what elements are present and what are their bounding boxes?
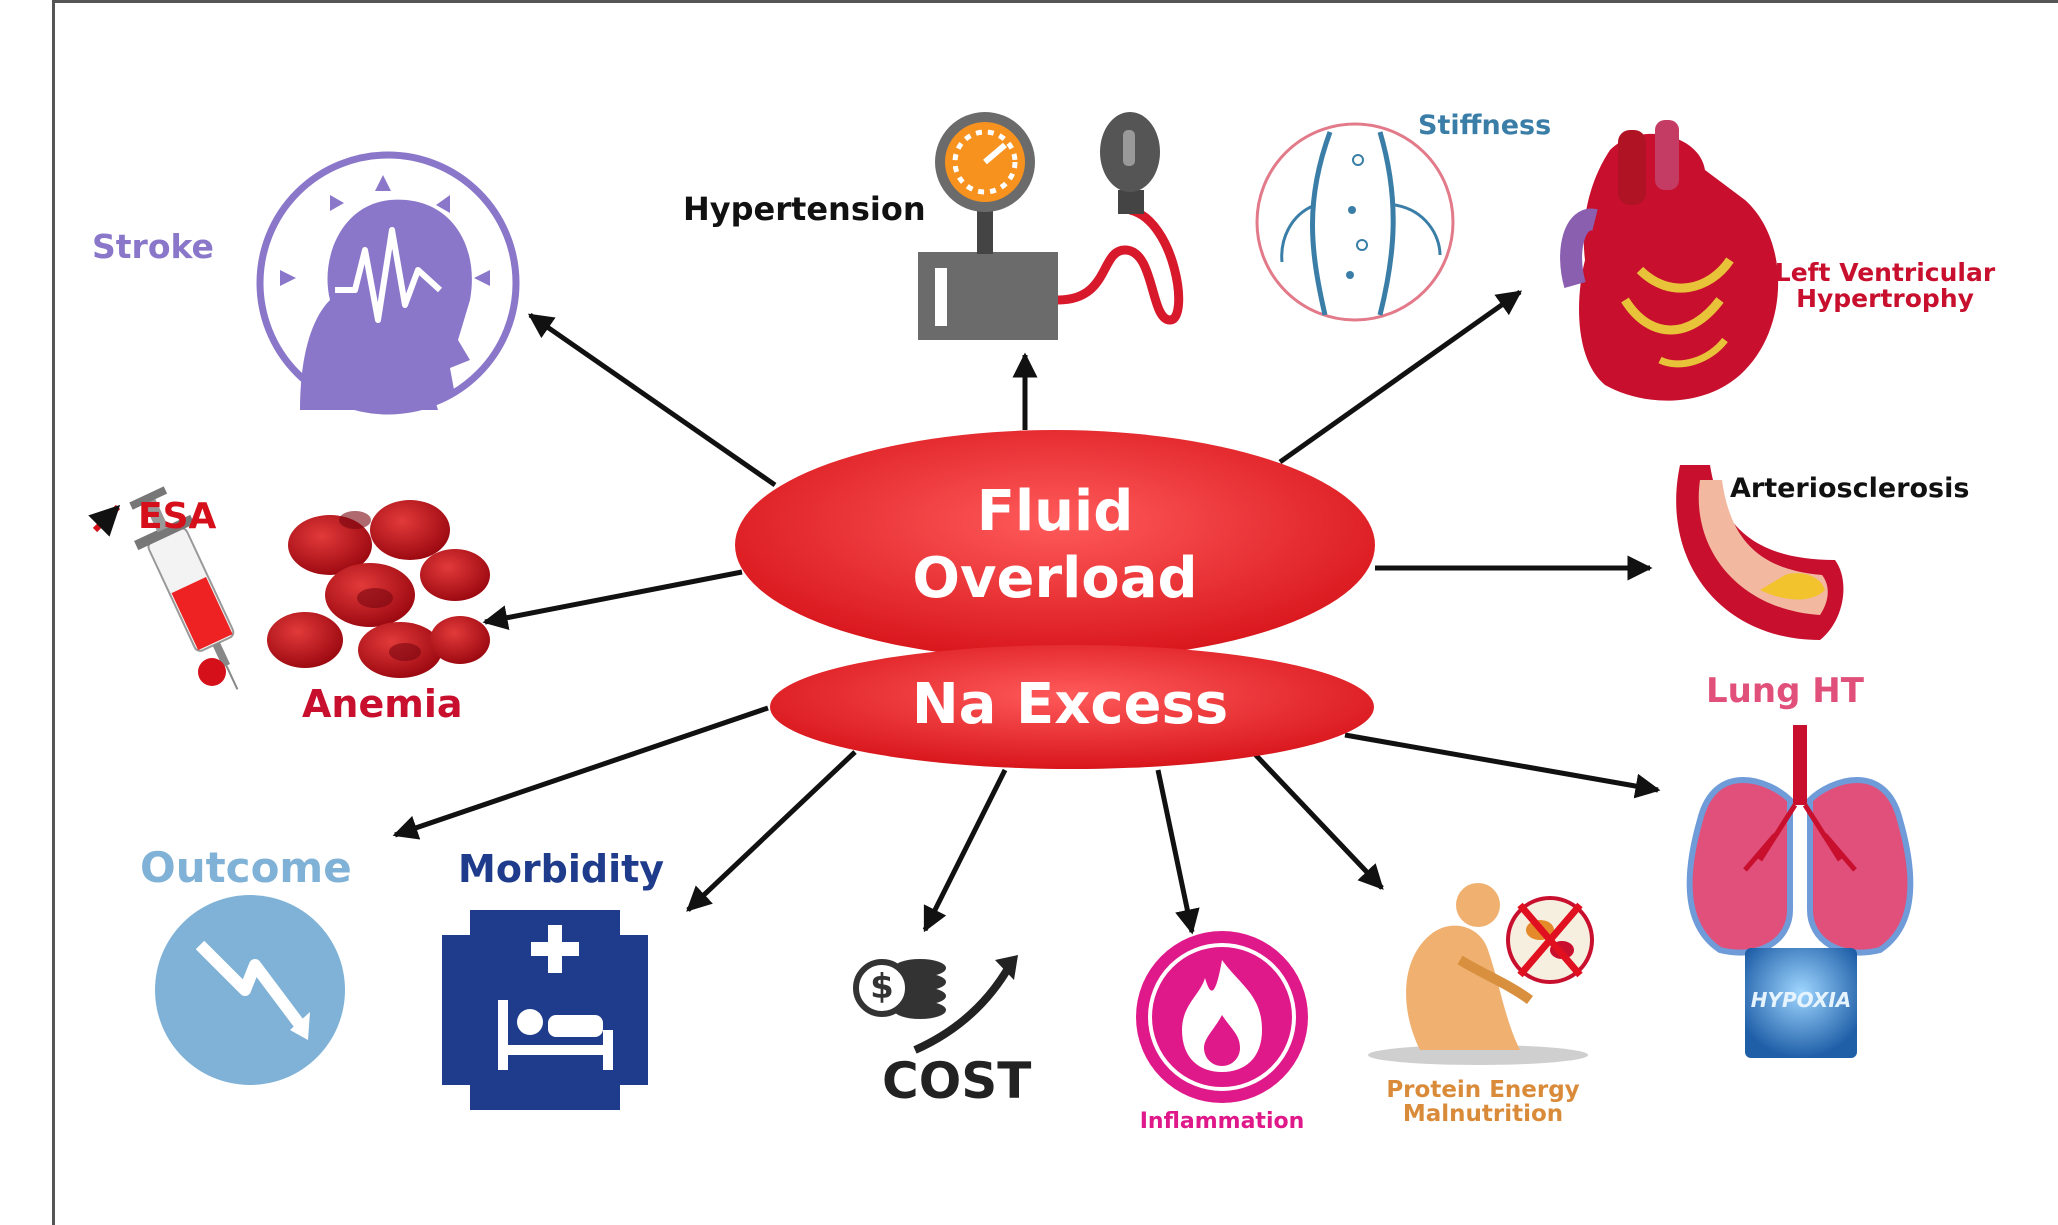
cost-symbol: $ [870,967,894,1007]
outcome-label: Outcome [140,843,352,892]
na-excess-ellipse [770,645,1374,769]
blood-drop-icon [198,658,226,686]
arrow-morbidity [686,750,857,912]
coins-rising-icon [853,955,1018,1054]
fluid-label-line1: Fluid [976,479,1134,544]
lvh-label-line2: Hypertrophy [1796,284,1974,314]
no-food-icon [1506,896,1594,984]
arteriosclerosis-label: Arteriosclerosis [1730,473,1970,504]
malnourished-person-icon [1368,883,1588,1065]
hypertension-label: Hypertension [683,190,926,228]
morbidity-label: Morbidity [458,847,665,891]
hospital-bed-icon [442,910,648,1110]
arrow-anemia [482,569,743,630]
fluid-overload-ellipse [735,430,1375,660]
na-excess-label: Na Excess [911,672,1229,737]
lvh-label: Left Ventricular Hypertrophy [1765,258,2005,314]
stroke-label: Stroke [92,227,214,266]
frame-border [52,0,2058,1225]
red-blood-cells-icon [267,500,490,678]
hypoxia-label: HYPOXIA [1750,988,1852,1012]
hypoxia-bubble-icon [1745,948,1857,1058]
heart-icon [1560,120,1779,401]
artery-plaque-icon [1676,465,1844,640]
arrow-cost [922,768,1008,933]
arrow-pem [1230,728,1384,890]
pem-label: Protein Energy Malnutrition [1368,1078,1598,1126]
downtrend-arrow-icon [155,895,345,1085]
esa-label: ESA [138,496,217,537]
cost-label: COST [882,1052,1032,1110]
arrow-lvh [1278,289,1523,465]
fluid-overload-label: Fluid Overload [855,478,1255,612]
vessel-stiffness-icon [1255,122,1455,322]
stiffness-label: Stiffness [1418,110,1552,141]
arrow-outcome [392,705,769,840]
inflammation-label: Inflammation [1139,1109,1305,1134]
syringe-icon [129,486,239,690]
fluid-label-line2: Overload [912,546,1198,612]
lungs-icon [1686,725,1914,956]
pem-label-line1: Protein Energy [1386,1077,1580,1103]
brain-head-icon [256,151,520,415]
blood-pressure-gauge-icon [918,112,1184,340]
lvh-label-line1: Left Ventricular [1774,258,1996,287]
lung-ht-label: Lung HT [1706,671,1864,711]
increase-arrow-icon [88,504,121,537]
anemia-label: Anemia [302,682,463,726]
pem-label-line2: Malnutrition [1402,1101,1564,1128]
arrow-lung [1344,732,1661,799]
arrow-inflammation [1155,769,1200,935]
arrow-stroke [527,312,777,488]
flame-icon [1136,931,1308,1103]
arrows [392,289,1661,935]
